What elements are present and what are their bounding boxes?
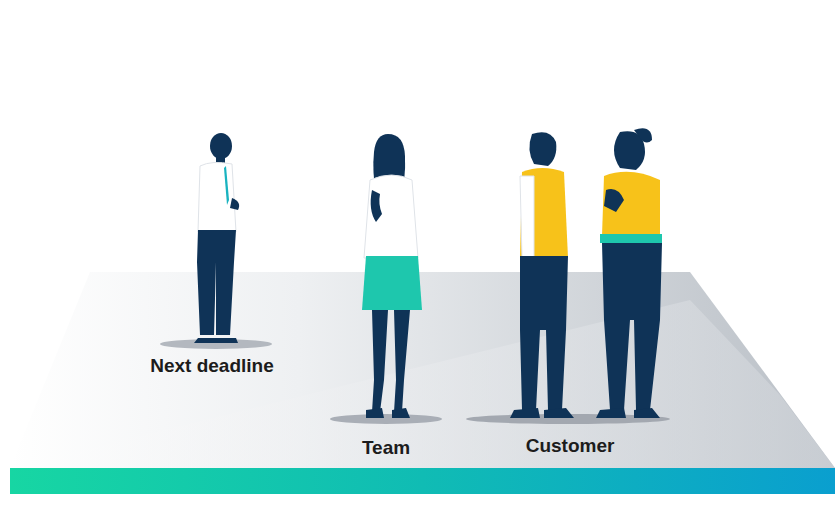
floor-light bbox=[10, 300, 835, 468]
shadow bbox=[160, 339, 272, 349]
floor bbox=[10, 272, 835, 468]
man-figure bbox=[510, 132, 574, 418]
woman-figure bbox=[596, 128, 662, 418]
shadow bbox=[330, 414, 442, 424]
figure-label: Team bbox=[362, 437, 410, 459]
base-bar bbox=[10, 468, 835, 494]
man-figure bbox=[194, 133, 239, 343]
figure-label: Customer bbox=[526, 435, 615, 457]
woman-figure bbox=[362, 134, 422, 418]
figure-label: Next deadline bbox=[150, 355, 274, 377]
